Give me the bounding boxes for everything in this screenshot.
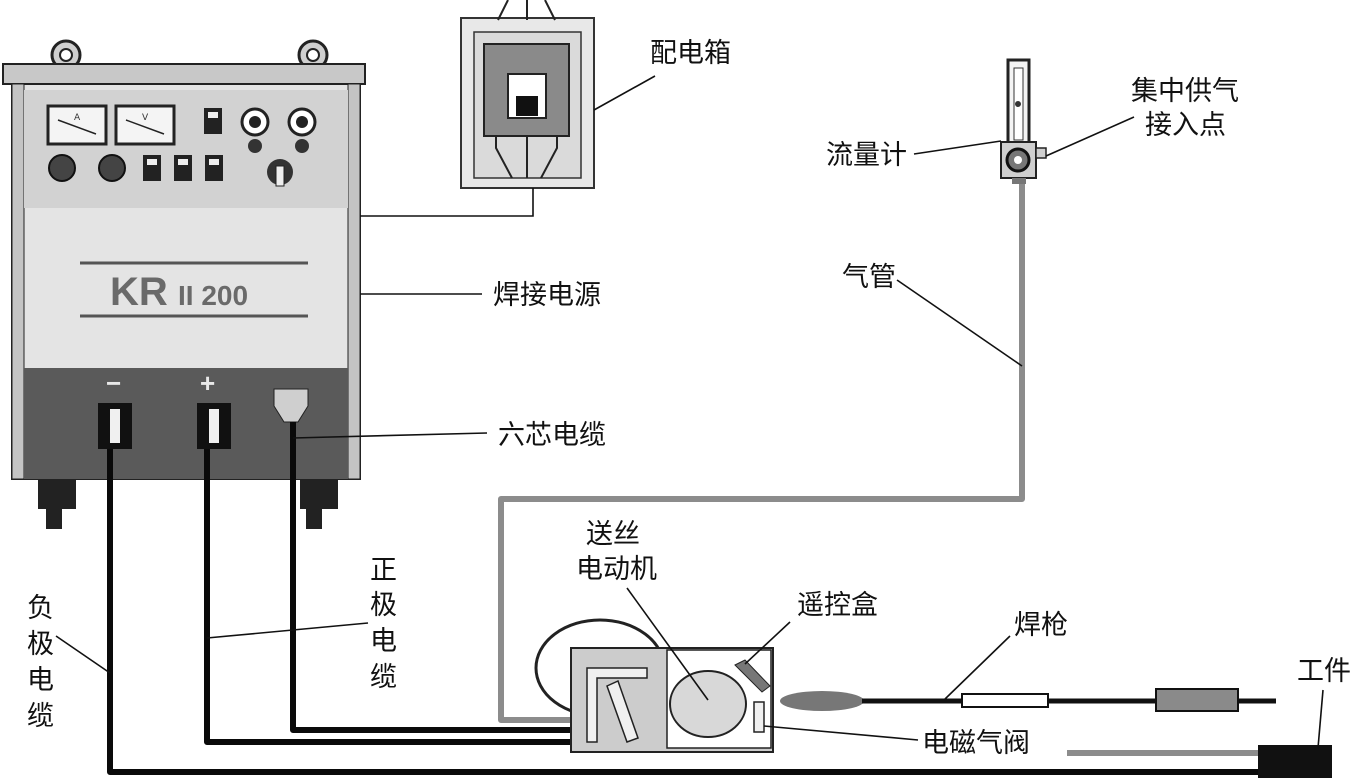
panel-switch-1	[143, 155, 161, 181]
voltmeter	[114, 104, 176, 146]
feed-motor	[669, 670, 747, 738]
label-pos-cable-char-4: 缆	[370, 662, 397, 693]
neg-terminal-sign: −	[106, 368, 121, 398]
flow-meter	[1000, 58, 1047, 184]
label-flow-meter: 流量计	[826, 140, 907, 171]
ammeter	[46, 104, 108, 146]
label-workpiece: 工件	[1297, 656, 1351, 687]
panel-switch-3	[205, 155, 223, 181]
label-pos-cable-char-2: 极	[370, 590, 397, 621]
foot-left	[38, 479, 76, 509]
label-remote-box: 遥控盒	[797, 590, 878, 621]
negative-cable	[107, 449, 1262, 775]
model-number: II 200	[178, 280, 248, 311]
label-gas-hose: 气管	[842, 262, 896, 293]
workpiece	[1067, 745, 1332, 778]
pos-terminal-sign: +	[200, 368, 215, 398]
label-pos-cable-char-3: 电	[370, 626, 397, 657]
label-gas-supply-line1: 集中供气	[1131, 76, 1239, 107]
label-wire-feeder-line1: 送丝	[586, 519, 640, 550]
knob-1	[48, 154, 76, 182]
label-torch: 焊枪	[1014, 610, 1068, 641]
label-solenoid-valve: 电磁气阀	[922, 728, 1030, 759]
knob-2	[98, 154, 126, 182]
output-panel	[24, 368, 348, 479]
ammeter-label: A	[74, 113, 81, 123]
label-neg-cable-char-2: 极	[27, 629, 54, 660]
six-core-connector	[273, 388, 309, 423]
welding-power-source: A V KR II 200 − +	[2, 39, 366, 529]
wire-feeder	[534, 618, 774, 753]
welding-torch	[780, 688, 1276, 712]
label-pos-cable-char-1: 正	[370, 555, 397, 586]
label-gas-supply-line2: 接入点	[1145, 110, 1226, 141]
label-wire-feeder-line2: 电动机	[576, 554, 657, 585]
top-lid	[2, 63, 366, 85]
model-name: KR	[110, 270, 168, 314]
label-distribution-box: 配电箱	[650, 38, 731, 69]
label-neg-cable-char-1: 负	[27, 593, 54, 624]
foot-right	[300, 479, 338, 509]
voltmeter-label: V	[142, 113, 149, 123]
label-neg-cable-char-3: 电	[27, 665, 54, 696]
labels: 配电箱 焊接电源 六芯电缆 流量计 集中供气 接入点 气管 送丝 电动机 遥控盒…	[27, 38, 1351, 759]
remote-control-box	[734, 659, 771, 693]
distribution-box	[460, 0, 595, 189]
label-welding-power: 焊接电源	[493, 280, 601, 311]
gas-hose	[498, 184, 1025, 723]
leader-lines	[55, 75, 1324, 749]
six-core-cable	[290, 422, 575, 733]
panel-switch-2	[174, 155, 192, 181]
label-six-core-cable: 六芯电缆	[498, 420, 606, 451]
solenoid-valve	[753, 701, 765, 733]
label-neg-cable-char-4: 缆	[27, 701, 54, 732]
panel-switch-top	[204, 108, 222, 134]
positive-cable	[204, 449, 575, 745]
